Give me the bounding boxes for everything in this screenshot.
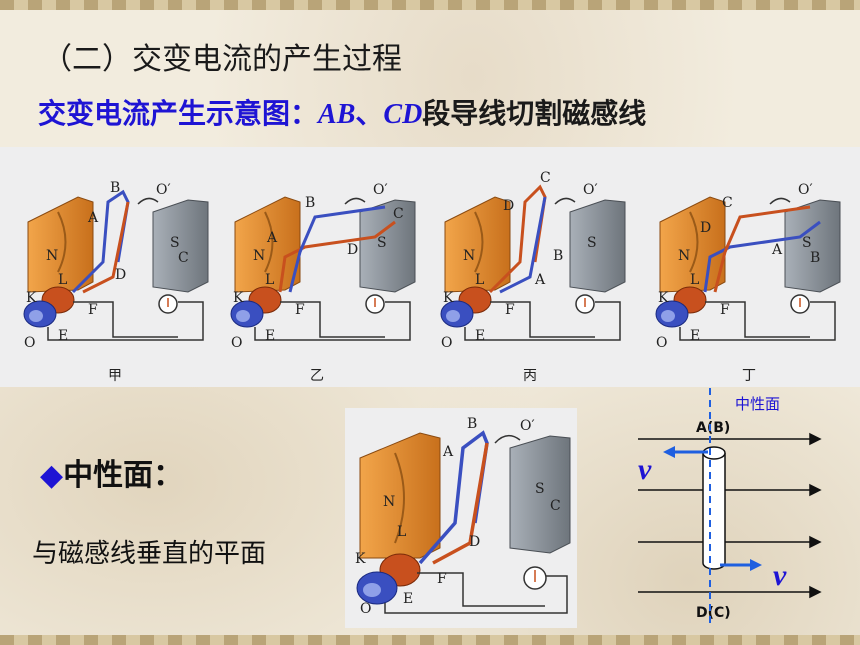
neutral-heading-text: 中性面： — [63, 458, 184, 493]
panel-ding-e: E — [690, 328, 700, 344]
panel-jia-mid: A — [87, 210, 99, 226]
panel-jia-axis: O′ — [156, 182, 171, 198]
velocity-label-top: v — [638, 453, 652, 486]
neutral-plane-definition: 与磁感线垂直的平面 — [32, 539, 267, 569]
panel-yi-low: D — [347, 242, 358, 258]
panel-ding-low: A — [771, 242, 783, 258]
panel-jia-right: C — [178, 250, 189, 266]
panel-jia-n: N — [46, 248, 58, 264]
subtitle-prefix: 交变电流产生示意图： — [38, 97, 319, 130]
panel-yi-o: O — [231, 335, 242, 351]
decorative-border-top — [0, 0, 860, 10]
figure-d: D — [469, 534, 480, 550]
generator-figure: N S B A C D O′ K L F E O — [345, 408, 577, 628]
panel-jia-low: D — [115, 267, 126, 283]
panel-yi: N S B A C D O′ K L F E O 乙 — [230, 182, 416, 384]
panel-ding-axis: O′ — [798, 182, 813, 198]
generator-panels: N S B A C D O′ K L F E O 甲 N S B A C D O… — [0, 147, 860, 387]
generator-figure-svg: N S B A C D O′ K L F E O — [355, 416, 571, 617]
figure-s: S — [535, 481, 545, 497]
top-conductor-label: A(B) — [696, 420, 730, 436]
panel-bing-low: A — [534, 272, 546, 288]
panel-jia-f: F — [88, 302, 98, 318]
figure-a: A — [442, 444, 454, 460]
figure-l: L — [397, 524, 406, 540]
panel-ding-l: L — [690, 272, 699, 288]
panel-bing-s: S — [587, 235, 597, 251]
panel-ding: N S C D B A O′ K L F E O 丁 — [655, 182, 841, 384]
generator-panels-svg: N S B A C D O′ K L F E O 甲 N S B A C D O… — [23, 170, 841, 384]
panel-ding-top: C — [722, 195, 733, 211]
panel-yi-f: F — [295, 302, 305, 318]
figure-n: N — [383, 494, 395, 510]
panel-bing-axis: O′ — [583, 182, 598, 198]
diamond-bullet-icon: ◆ — [40, 458, 64, 493]
panel-bing-f: F — [505, 302, 515, 318]
panel-bing-n: N — [463, 248, 475, 264]
panel-yi-k: K — [233, 290, 244, 306]
panel-yi-caption: 乙 — [310, 368, 324, 384]
panel-jia-o: O — [24, 335, 35, 351]
panel-jia-top: B — [110, 180, 120, 196]
panel-jia-e: E — [58, 328, 68, 344]
panel-ding-caption: 丁 — [742, 368, 756, 384]
bottom-conductor-label: D(C) — [696, 605, 731, 621]
panel-bing: N S C D B A O′ K L F E O 丙 — [440, 170, 626, 384]
figure-k: K — [355, 551, 366, 567]
subtitle-suffix: 段导线切割磁感线 — [422, 97, 647, 130]
figure-b: B — [467, 416, 477, 432]
panel-ding-f: F — [720, 302, 730, 318]
panel-yi-e: E — [265, 328, 275, 344]
panel-ding-right: B — [810, 250, 820, 266]
magnetic-field-lines — [638, 432, 822, 599]
coil-body — [702, 453, 726, 570]
figure-e: E — [403, 591, 413, 607]
panel-yi-l: L — [265, 272, 274, 288]
neutral-plane-label: 中性面 — [735, 395, 780, 413]
neutral-plane-diagram: 中性面 A(B) D(C) v v — [638, 388, 822, 628]
panel-ding-o: O — [656, 335, 667, 351]
figure-f: F — [437, 571, 447, 587]
panel-jia-caption: 甲 — [108, 368, 122, 384]
panel-bing-e: E — [475, 328, 485, 344]
panel-bing-o: O — [441, 335, 452, 351]
neutral-plane-heading: ◆中性面： — [40, 450, 183, 494]
decorative-border-bottom — [0, 635, 860, 645]
slide-subtitle: 交变电流产生示意图：AB、CD段导线切割磁感线 — [38, 92, 646, 132]
panel-yi-mid: A — [266, 230, 278, 246]
panel-jia-s: S — [170, 235, 180, 251]
panel-bing-k: K — [443, 290, 454, 306]
panel-ding-s: S — [802, 235, 812, 251]
panel-ding-mid: D — [700, 220, 711, 236]
panel-yi-s: S — [377, 235, 387, 251]
figure-axis: O′ — [520, 418, 535, 434]
panel-bing-mid: D — [503, 198, 514, 214]
panel-bing-top: C — [540, 170, 551, 186]
panel-bing-l: L — [475, 272, 484, 288]
slide-title: （二）交变电流的产生过程 — [42, 42, 402, 77]
figure-c: C — [550, 498, 561, 514]
panel-bing-right: B — [553, 248, 563, 264]
panel-yi-right: C — [393, 206, 404, 222]
panel-jia-l: L — [58, 272, 67, 288]
velocity-label-bottom: v — [773, 559, 787, 592]
panel-yi-top: B — [305, 195, 315, 211]
panel-yi-axis: O′ — [373, 182, 388, 198]
velocity-arrows — [663, 446, 762, 571]
subtitle-cd: CD — [383, 99, 423, 130]
panel-jia-k: K — [26, 290, 37, 306]
panel-jia: N S B A C D O′ K L F E O 甲 — [23, 180, 209, 384]
panel-bing-caption: 丙 — [523, 368, 537, 384]
panel-yi-n: N — [253, 248, 265, 264]
panel-ding-n: N — [678, 248, 690, 264]
figure-o: O — [360, 601, 371, 617]
subtitle-separator: 、 — [355, 97, 384, 130]
subtitle-ab: AB — [318, 99, 356, 130]
panel-ding-k: K — [658, 290, 669, 306]
